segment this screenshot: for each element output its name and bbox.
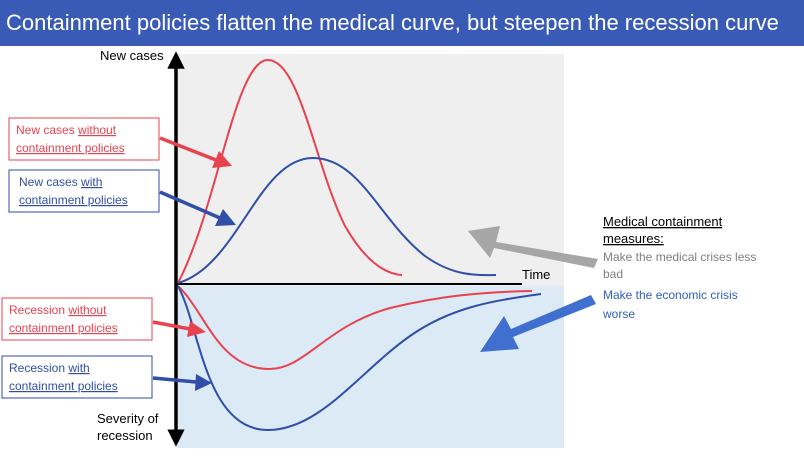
x-axis-label-time: Time: [522, 267, 550, 282]
side-economic-line1: Make the economic crisis: [603, 288, 738, 302]
diagram: New cases Time Severity of recession New…: [1, 48, 756, 448]
label-recession-without-line2: containment policies: [9, 321, 118, 335]
label-recession-with-line2: containment policies: [9, 379, 118, 393]
label-cases-without-line1: New cases without: [16, 123, 117, 137]
y-axis-label-severity-2: recession: [97, 428, 153, 443]
side-heading-line1: Medical containment: [603, 214, 723, 229]
y-axis-label-cases: New cases: [100, 48, 164, 63]
arrow-recession-with: [152, 374, 212, 391]
side-medical-line2: bad: [603, 267, 623, 281]
curve-cases-without: [177, 58, 403, 284]
side-economic-line2: worse: [602, 307, 635, 321]
label-box-cases-with: [8, 169, 160, 213]
label-cases-without-line2: containment policies: [16, 141, 125, 155]
arrow-cases-with: [159, 190, 236, 226]
side-heading-line2: measures:: [603, 231, 664, 246]
label-cases-with-line2: containment policies: [19, 193, 128, 207]
curve-recession-with: [177, 285, 542, 432]
blue-arrow: [480, 295, 596, 352]
curve-recession-without: [177, 285, 533, 371]
label-recession-without-line1: Recession without: [9, 303, 107, 317]
label-cases-with-line1: New cases with: [19, 175, 102, 189]
page-title: Containment policies flatten the medical…: [0, 0, 804, 46]
gray-arrow: [468, 226, 598, 268]
side-medical-line1: Make the medical crises less: [603, 250, 756, 264]
arrow-recession-without: [152, 320, 206, 337]
label-recession-with-line1: Recession with: [9, 361, 90, 375]
arrow-cases-without: [159, 136, 232, 168]
label-box-cases-without: [8, 117, 160, 161]
upper-panel: [178, 54, 564, 286]
curve-cases-with: [177, 156, 497, 284]
y-axis-label-severity-1: Severity of: [97, 411, 159, 426]
label-box-recession-without: [1, 297, 153, 341]
label-box-recession-with: [1, 355, 153, 399]
